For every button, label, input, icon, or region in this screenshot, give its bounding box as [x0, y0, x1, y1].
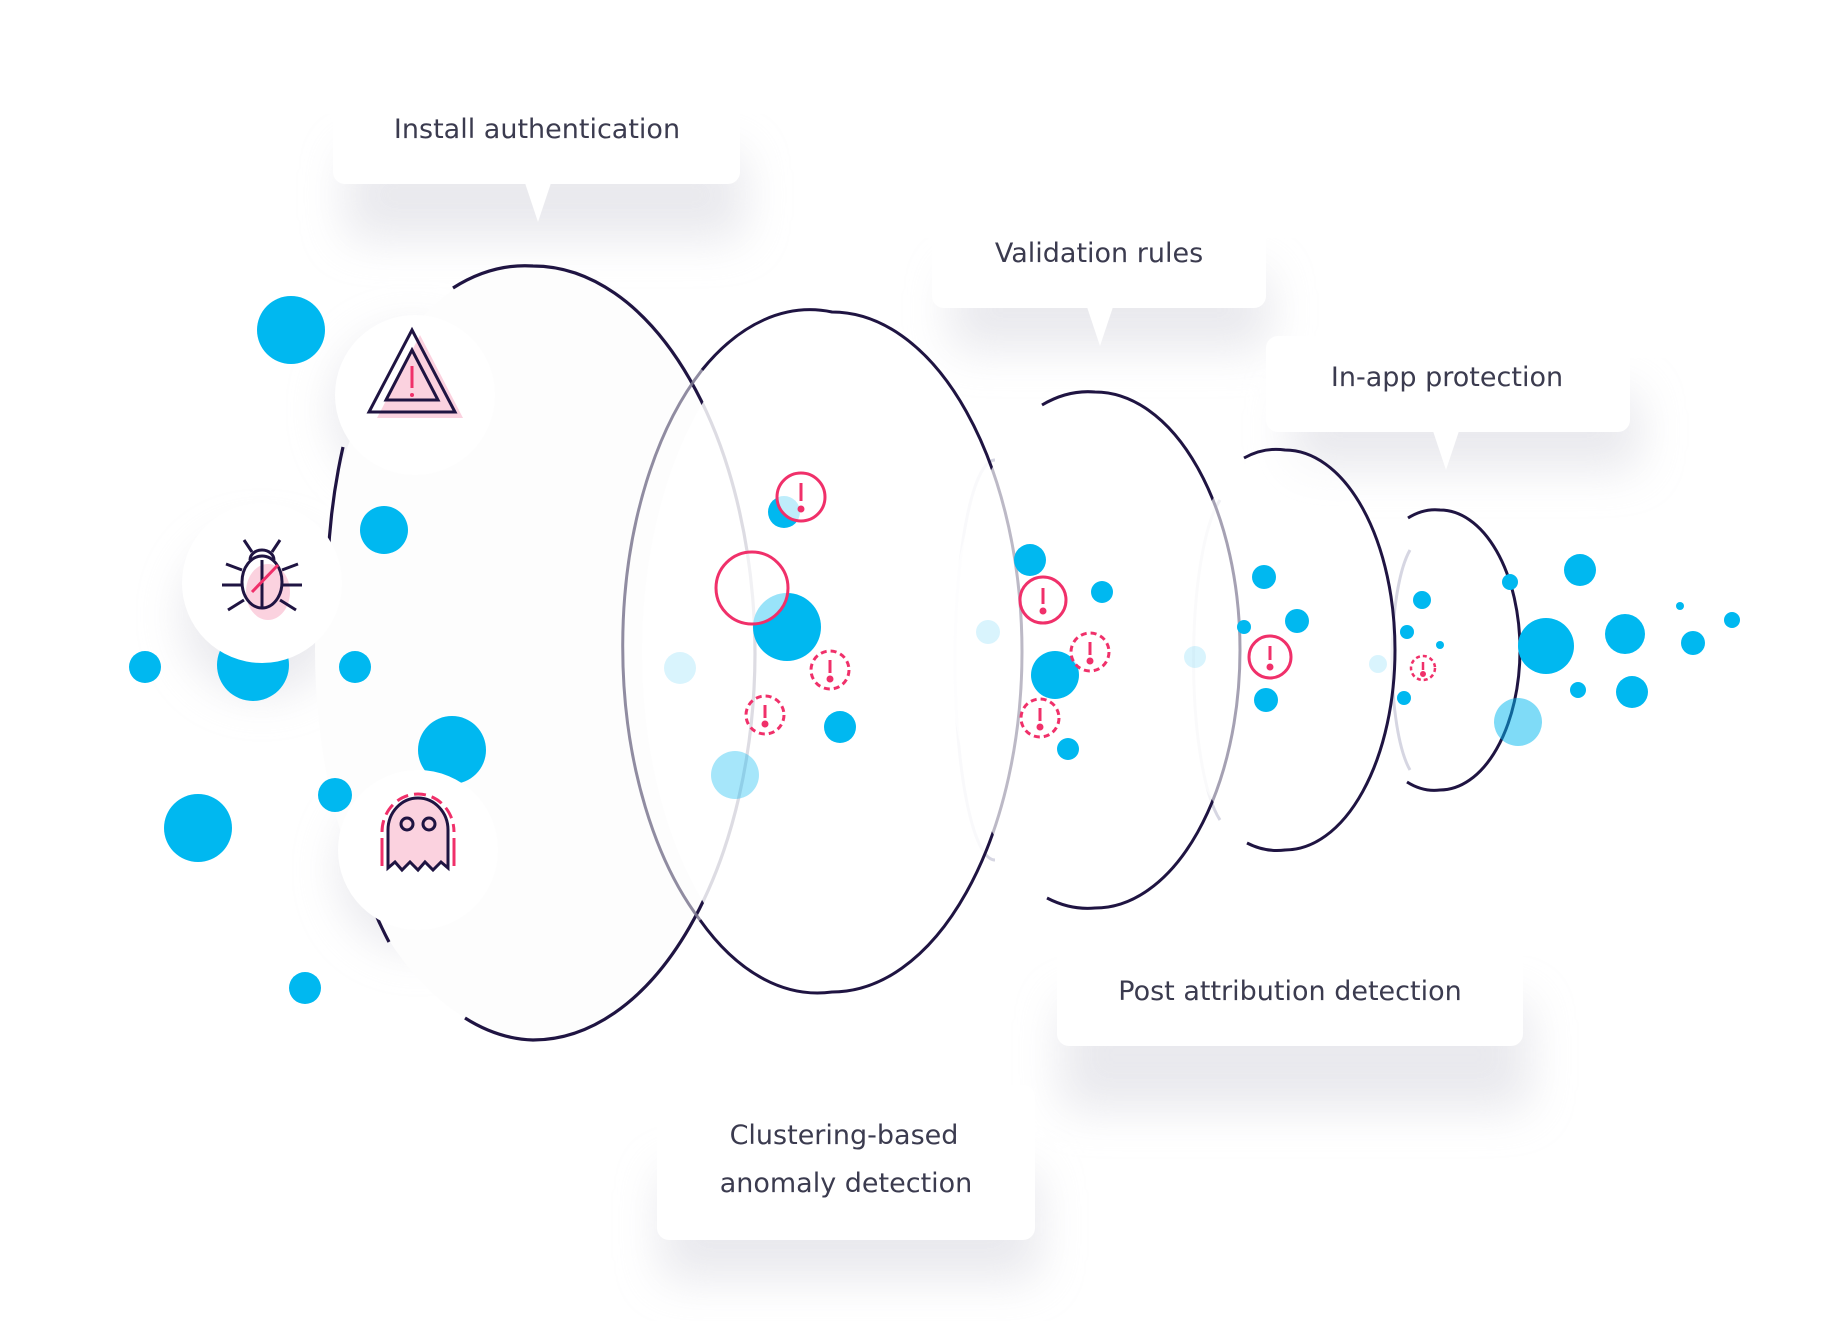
callout-label-line2: anomaly detection: [720, 1168, 973, 1199]
ghost-icon: [380, 792, 456, 873]
warning-triangle-icon: [366, 326, 463, 418]
callout-label: Post attribution detection: [1118, 976, 1461, 1007]
callout-label: In-app protection: [1331, 362, 1563, 393]
alert-icon: [1018, 575, 1068, 625]
bug-icon: [222, 539, 302, 620]
alert-icon: [744, 694, 786, 736]
callout-post-attribution-detection: Post attribution detection: [1057, 940, 1523, 1046]
traffic-dots: [129, 296, 1740, 1004]
ring-in-app-protection: [1406, 508, 1522, 792]
alert-icon: [809, 649, 851, 691]
callout-label-line1: Clustering-based: [730, 1120, 959, 1151]
alert-icon: [1019, 697, 1061, 739]
alert-icon: [714, 550, 790, 626]
bug-badge: [182, 503, 342, 663]
warning-badge: [335, 315, 495, 475]
callout-label: Install authentication: [394, 114, 680, 145]
filter-rings: [315, 262, 1522, 1042]
alert-icon: [775, 471, 827, 523]
callout-install-authentication: Install authentication: [333, 88, 740, 222]
callout-label: Validation rules: [995, 238, 1203, 269]
ghost-badge: [338, 770, 498, 930]
alert-icon: [1069, 631, 1111, 673]
callout-validation-rules: Validation rules: [932, 212, 1266, 346]
alert-icon: [1247, 634, 1293, 680]
threat-badges: [182, 315, 498, 930]
alert-markers: [714, 471, 1437, 739]
callout-clustering-anomaly-detection: Clustering-based anomaly detection: [657, 1085, 1035, 1240]
alert-icon: [1409, 654, 1437, 682]
callout-in-app-protection: In-app protection: [1266, 336, 1630, 470]
